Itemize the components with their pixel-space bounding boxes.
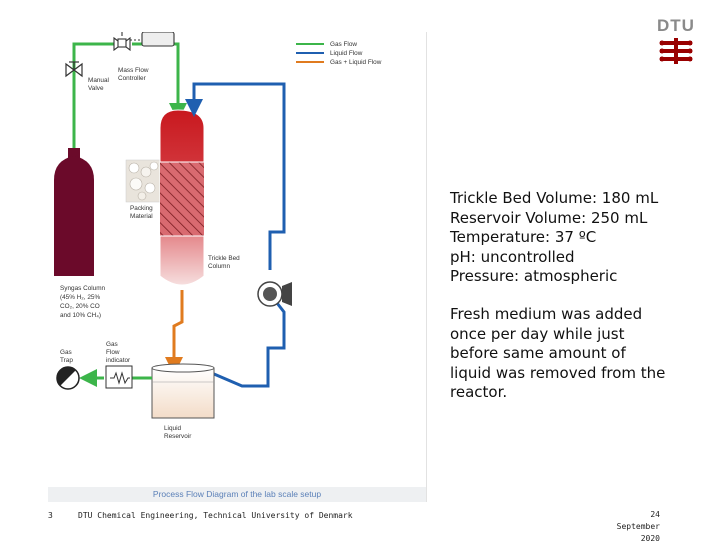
gas-trap-label-2: Trap — [60, 357, 73, 364]
spec-temperature: Temperature: 37 ºC — [450, 228, 597, 246]
diagram-canvas: Gas Flow Liquid Flow Gas + Liquid Flow M… — [54, 32, 382, 440]
reservoir-label-2: Reservoir — [164, 433, 192, 440]
footer-date-month: September — [616, 522, 660, 531]
gfi-label-3: indicator — [106, 357, 131, 364]
note-line-2: once per day while just — [450, 324, 625, 343]
reservoir-label-1: Liquid — [164, 425, 182, 432]
medium-note: Fresh medium was added once per day whil… — [450, 305, 665, 403]
syngas-label-2: (45% H₂, 25% — [60, 294, 100, 301]
syngas-cylinder — [54, 148, 94, 276]
footer-date-year: 2020 — [640, 534, 660, 543]
note-line-4: liquid was removed from the — [450, 363, 666, 382]
legend-label-gas: Gas Flow — [330, 41, 357, 48]
footer-date-day: 24 — [650, 510, 660, 519]
gas-trap-label-1: Gas — [60, 349, 72, 356]
spec-bed-volume: Trickle Bed Volume: 180 mL — [450, 189, 659, 207]
manual-valve-icon — [65, 61, 83, 78]
mfc-label-2: Controller — [118, 75, 147, 82]
spec-reservoir-volume: Reservoir Volume: 250 mL — [450, 208, 648, 227]
gfi-label-1: Gas — [106, 341, 118, 348]
mass-flow-controller-icon — [113, 32, 175, 52]
spec-pressure: Pressure: atmospheric — [450, 267, 618, 285]
liquid-reservoir — [151, 363, 215, 419]
gas-flow-indicator-icon — [105, 365, 133, 389]
spec-ph: pH: uncontrolled — [450, 247, 575, 266]
note-line-1: Fresh medium was added — [450, 305, 643, 323]
note-line-5: reactor. — [450, 383, 508, 401]
trickle-bed-label-2: Column — [208, 263, 230, 270]
footer-date: 24 September 2020 — [602, 509, 660, 545]
trickle-bed-column — [159, 109, 205, 286]
legend-label-gas-liquid: Gas + Liquid Flow — [330, 59, 382, 66]
liquid-flow-line — [185, 82, 286, 388]
syngas-label-3: CO₂, 20% CO — [60, 303, 100, 310]
packing-material-image — [125, 159, 161, 203]
dtu-logo: DTU — [656, 16, 696, 68]
process-flow-diagram: Gas Flow Liquid Flow Gas + Liquid Flow M… — [48, 32, 427, 502]
diagram-caption: Process Flow Diagram of the lab scale se… — [48, 487, 426, 502]
manual-valve-label-2: Valve — [88, 85, 104, 92]
syngas-label-1: Syngas Column — [60, 285, 106, 292]
footer-organization: DTU Chemical Engineering, Technical Univ… — [78, 511, 353, 520]
logo-text: DTU — [657, 16, 695, 35]
pump-icon — [257, 281, 292, 307]
trickle-bed-label-1: Trickle Bed — [208, 255, 240, 262]
manual-valve-label-1: Manual — [88, 77, 109, 84]
reactor-specs: Trickle Bed Volume: 180 mL Reservoir Vol… — [450, 189, 658, 287]
legend-label-liquid: Liquid Flow — [330, 50, 363, 57]
note-line-3: before same amount of — [450, 344, 626, 362]
diagram-legend: Gas Flow Liquid Flow Gas + Liquid Flow — [296, 41, 382, 66]
mfc-label-1: Mass Flow — [118, 67, 149, 74]
logo-mark-icon — [659, 38, 693, 64]
syngas-label-4: and 10% CH₄) — [60, 312, 101, 319]
page-number: 3 — [48, 511, 53, 520]
gfi-label-2: Flow — [106, 349, 120, 356]
gas-liquid-flow-line — [165, 290, 184, 375]
packing-label-2: Material — [130, 213, 153, 220]
packing-label-1: Packing — [130, 205, 153, 212]
gas-trap-icon — [56, 366, 80, 390]
